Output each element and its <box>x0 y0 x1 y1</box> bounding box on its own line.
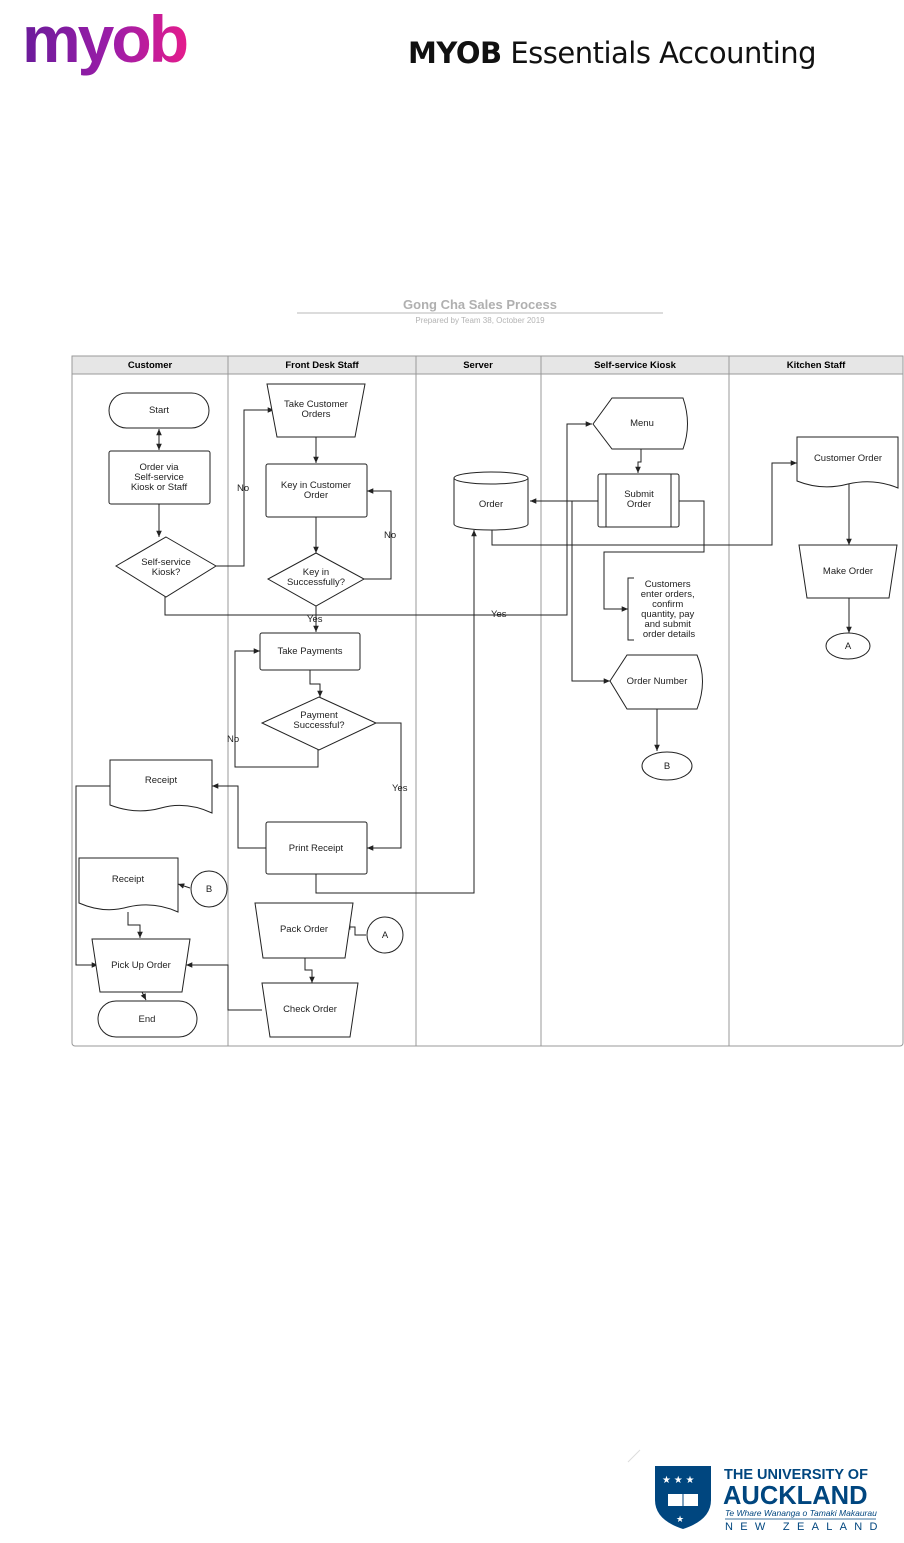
svg-text:Receipt: Receipt <box>145 775 178 786</box>
edge-labels: No No Yes Yes No Yes <box>227 483 507 794</box>
node-print-receipt: Print Receipt <box>265 821 368 875</box>
svg-text:A: A <box>845 641 852 652</box>
connector-b-kiosk: B <box>641 751 693 781</box>
svg-text:B: B <box>664 761 670 772</box>
connector-a-front: A <box>366 916 404 954</box>
node-customer-order: Customer Order <box>796 436 899 489</box>
swimlanes: Customer Front Desk Staff Server Self-se… <box>71 355 904 1047</box>
svg-text:Start: Start <box>149 405 169 416</box>
node-kiosk-note: Customers enter orders, confirm quantity… <box>641 579 698 640</box>
node-make-order: Make Order <box>798 544 898 599</box>
svg-text:★: ★ <box>676 1514 684 1524</box>
label-yes-1: Yes <box>307 614 323 625</box>
svg-text:Customers enter orders: Customers enter orders, confirm quantity… <box>641 579 698 640</box>
node-check-order: Check Order <box>261 982 359 1038</box>
uni-line1: THE UNIVERSITY OF <box>724 1467 868 1483</box>
connector-b-customer: B <box>190 870 228 908</box>
label-no-3: No <box>227 734 239 745</box>
svg-text:Check Order: Check Order <box>283 1004 337 1015</box>
svg-text:Receipt: Receipt <box>112 874 145 885</box>
svg-text:myob: myob <box>22 2 187 76</box>
svg-text:Order: Order <box>479 499 503 510</box>
uni-line4: NEW ZEALAND <box>725 1521 885 1533</box>
svg-text:End: End <box>139 1014 156 1025</box>
uni-line2: AUCKLAND <box>723 1482 867 1510</box>
label-no-2: No <box>384 530 396 541</box>
coat-of-arms-icon: ★ ★ ★ ★ <box>655 1466 711 1529</box>
label-no-1: No <box>237 483 249 494</box>
svg-text:Pick Up Order: Pick Up Order <box>111 960 171 971</box>
svg-text:Print Receipt: Print Receipt <box>289 843 344 854</box>
lane-server: Server <box>463 360 493 371</box>
node-order-database: Order <box>453 471 529 531</box>
label-yes-2: Yes <box>491 609 507 620</box>
node-pick-up-order: Pick Up Order <box>91 938 191 993</box>
node-start: Start <box>108 392 210 429</box>
connectors <box>75 407 852 1011</box>
page-title: MYOB Essentials Accounting <box>408 36 817 70</box>
diagram-title: Gong Cha Sales Process <box>403 297 557 312</box>
lane-customer: Customer <box>128 360 173 371</box>
node-order-number: Order Number <box>609 654 703 710</box>
node-receipt-2: Receipt <box>78 857 179 913</box>
uni-line3: Te Whare Wananga o Tamaki Makaurau <box>725 1508 877 1518</box>
lane-kitchen: Kitchen Staff <box>787 360 846 371</box>
svg-text:Make Order: Make Order <box>823 566 873 577</box>
flowchart: Gong Cha Sales Process Prepared by Team … <box>71 297 904 1047</box>
connector-a-kitchen: A <box>825 632 871 660</box>
svg-text:★ ★ ★: ★ ★ ★ <box>662 1475 694 1486</box>
node-receipt-1: Receipt <box>109 759 213 814</box>
node-end: End <box>97 1000 198 1038</box>
svg-text:Customer Order: Customer Order <box>814 453 882 464</box>
label-yes-3: Yes <box>392 783 408 794</box>
svg-text:B: B <box>206 884 212 895</box>
svg-text:Take Payments: Take Payments <box>278 646 343 657</box>
lane-kiosk: Self-service Kiosk <box>594 360 677 371</box>
svg-text:Pack Order: Pack Order <box>280 924 328 935</box>
title-brand: MYOB <box>408 36 502 70</box>
node-take-payments: Take Payments <box>259 632 361 671</box>
svg-text:Menu: Menu <box>630 418 654 429</box>
node-menu: Menu <box>592 397 688 450</box>
node-pack-order: Pack Order <box>254 902 354 959</box>
diagram-subtitle: Prepared by Team 38, October 2019 <box>415 316 545 325</box>
svg-text:A: A <box>382 930 389 941</box>
university-of-auckland-logo: ★ ★ ★ ★ THE UNIVERSITY OF AUCKLAND Te Wh… <box>627 1449 885 1533</box>
myob-logo: myob <box>22 2 190 76</box>
svg-text:Order Number: Order Number <box>627 676 688 687</box>
title-product: Essentials Accounting <box>510 36 817 70</box>
lane-front-desk: Front Desk Staff <box>285 360 359 371</box>
